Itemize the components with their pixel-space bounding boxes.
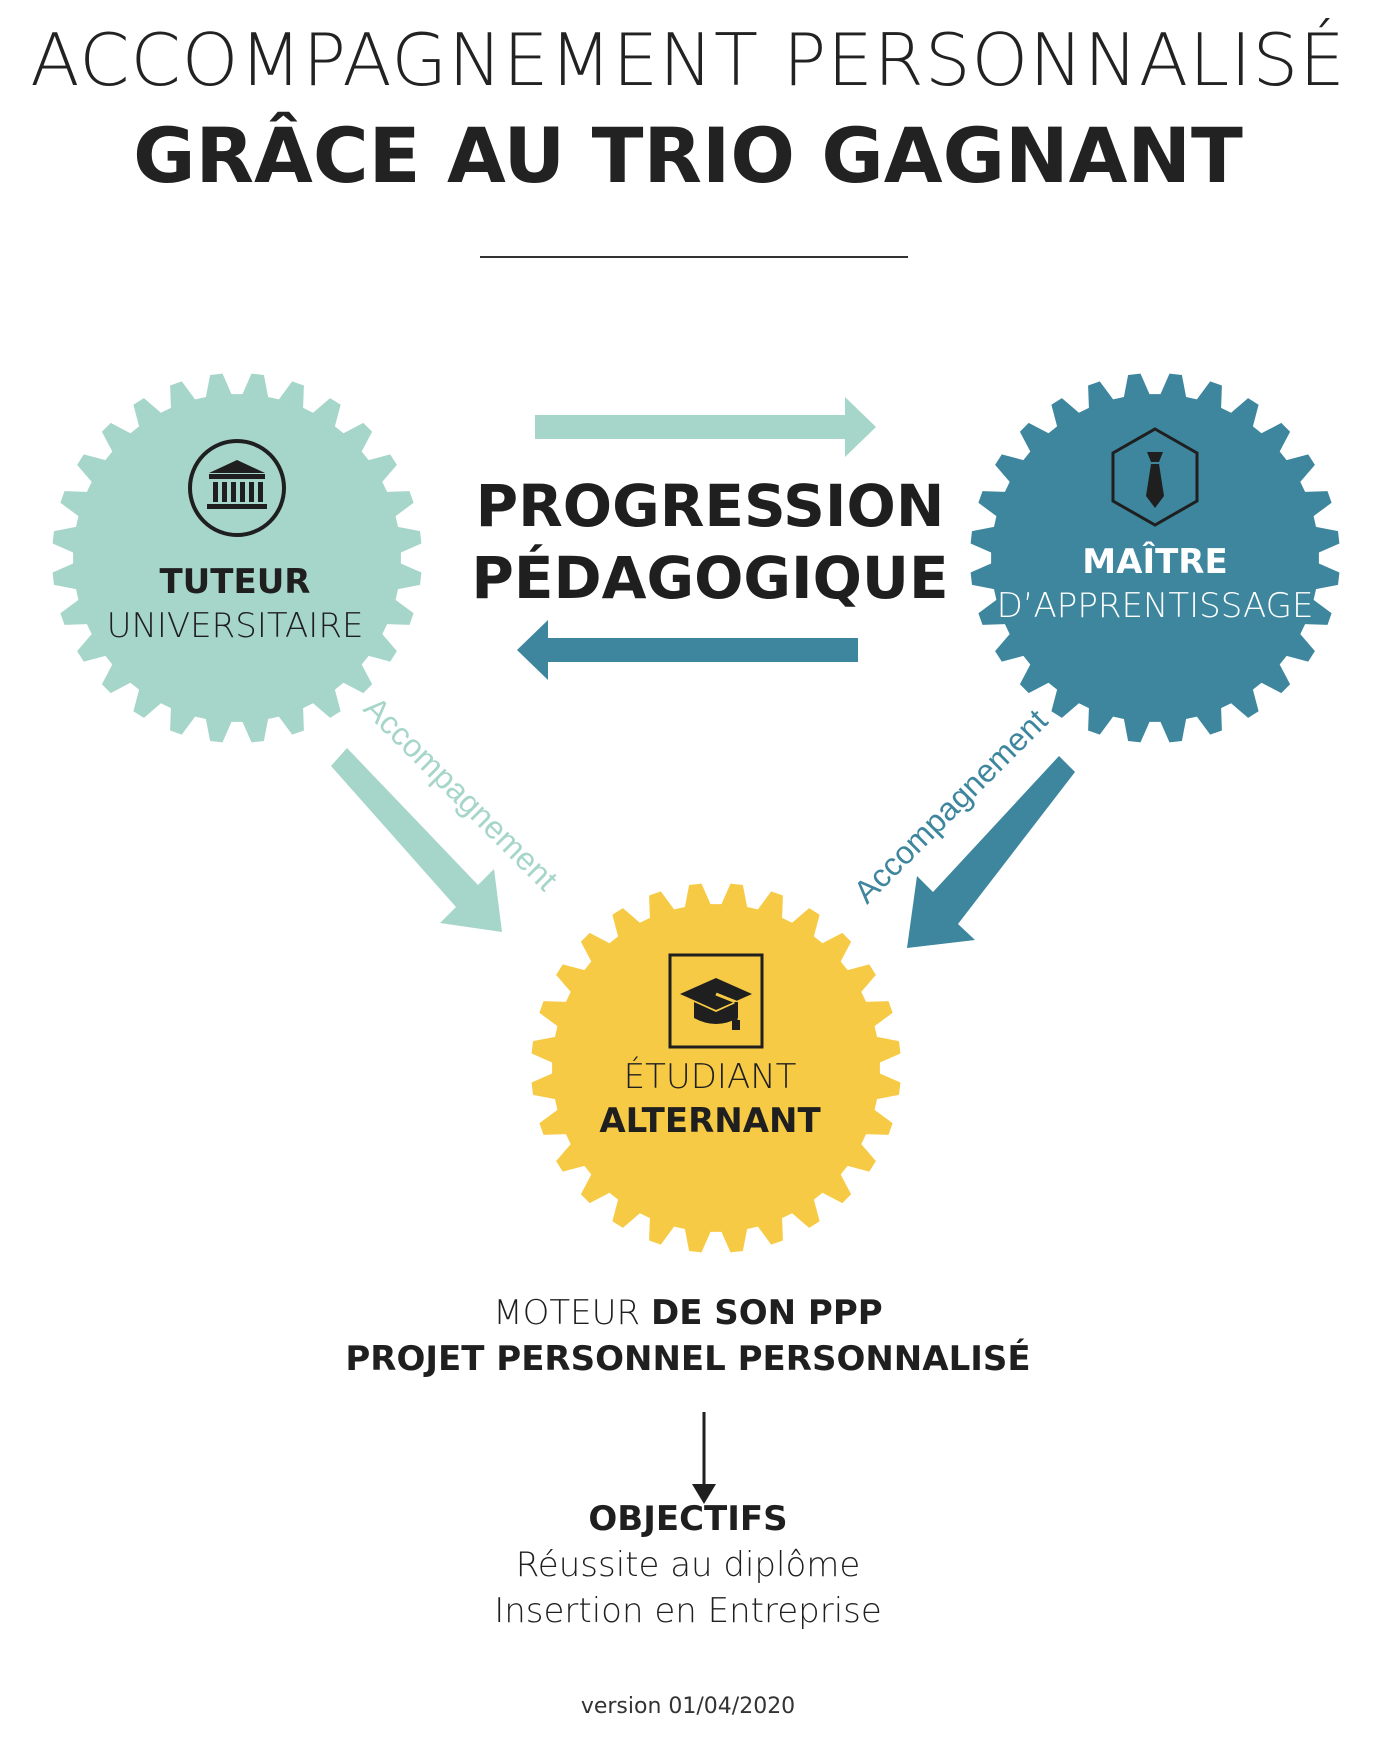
gear-etudiant-teeth [531,883,901,1253]
university-building-icon [188,439,286,537]
ppp-bold: DE SON PPP [650,1293,883,1333]
maitre-subtitle: D’APPRENTISSAGE [996,586,1314,626]
version-label: version 01/04/2020 [580,1694,796,1719]
objectifs-title: OBJECTIFS [588,1499,788,1539]
ppp-block: MOTEUR DE SON PPP PROJET PERSONNEL PERSO… [0,1290,1376,1382]
etudiant-subtitle: ALTERNANT [599,1101,821,1141]
maitre-label: MAÎTRE D’APPRENTISSAGE [985,540,1325,628]
ppp-line-1: MOTEUR DE SON PPP [0,1290,1376,1336]
graduation-cap-icon [668,953,764,1049]
etudiant-title: ÉTUDIANT [623,1057,797,1097]
gear-maitre-teeth [970,373,1340,743]
progression-line-1: PROGRESSION [475,472,945,540]
progression-label: PROGRESSION PÉDAGOGIQUE [440,470,980,614]
tuteur-label: TUTEUR UNIVERSITAIRE [80,560,390,648]
progression-line-2: PÉDAGOGIQUE [471,544,949,612]
objectifs-line-2: Insertion en Entreprise [494,1591,882,1631]
title-divider [480,256,908,258]
tuteur-subtitle: UNIVERSITAIRE [106,606,364,646]
arrow-left-progression [517,620,858,680]
objectifs-block: OBJECTIFS Réussite au diplôme Insertion … [0,1496,1376,1634]
tuteur-title: TUTEUR [159,562,311,602]
gear-tuteur [52,373,422,743]
necktie-icon [1111,427,1199,527]
gear-tuteur-teeth [52,373,422,743]
arrow-down-objectifs [692,1412,716,1504]
title-line-1: ACCOMPAGNEMENT PERSONNALISÉ [30,18,1346,102]
arrow-maitre-to-etudiant [907,756,1075,948]
gear-maitre [970,373,1340,743]
maitre-title: MAÎTRE [1082,542,1228,582]
objectifs-line-1: Réussite au diplôme [515,1545,861,1585]
ppp-light: MOTEUR [493,1293,651,1333]
arrow-right-progression [535,397,876,457]
ppp-line-2: PROJET PERSONNEL PERSONNALISÉ [345,1339,1031,1379]
title-line-2: GRÂCE AU TRIO GAGNANT [133,111,1243,200]
etudiant-label: ÉTUDIANT ALTERNANT [560,1055,860,1143]
gear-etudiant [531,883,901,1253]
arrow-tuteur-to-etudiant [331,748,502,932]
